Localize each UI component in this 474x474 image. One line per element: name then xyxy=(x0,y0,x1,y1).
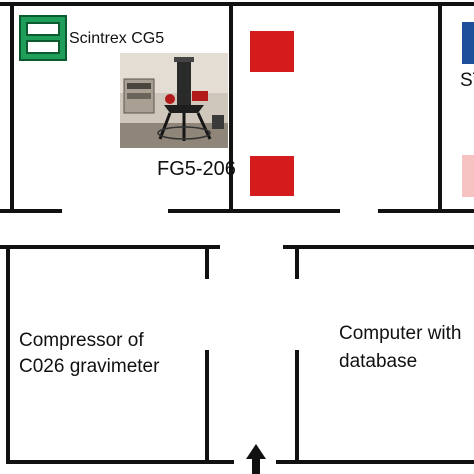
label-computer-line1: Computer with xyxy=(339,323,462,344)
label-compressor-line1: Compressor of xyxy=(19,330,144,351)
instrument-icon xyxy=(19,15,67,61)
label-compressor-line2: C026 gravimeter xyxy=(19,356,160,377)
blue-marker xyxy=(462,22,474,64)
label-st-partial: ST xyxy=(460,70,474,91)
pink-marker xyxy=(462,155,474,197)
label-computer: Computer with database xyxy=(339,320,462,376)
label-scintrex-cg5: Scintrex CG5 xyxy=(69,30,165,47)
label-compressor: Compressor of C026 gravimeter xyxy=(19,328,159,380)
red-marker-bottom xyxy=(250,156,294,196)
entrance-arrow-icon xyxy=(246,444,266,474)
red-marker-top xyxy=(250,31,294,72)
walls xyxy=(0,2,474,464)
fg5-gravimeter-photo xyxy=(120,53,228,148)
label-computer-line2: database xyxy=(339,351,418,372)
label-fg5-206: FG5-206 xyxy=(157,158,236,180)
